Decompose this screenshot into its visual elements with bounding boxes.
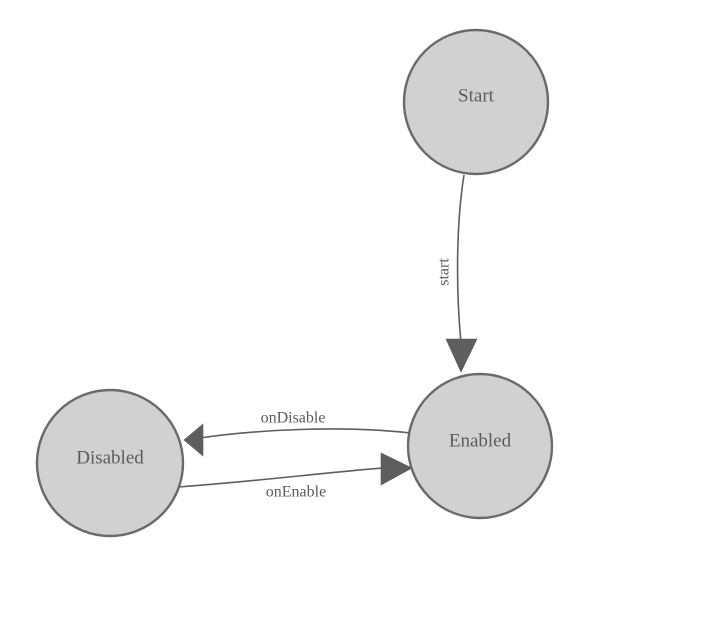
node-disabled[interactable]: Disabled xyxy=(35,388,185,538)
node-disabled-label: Disabled xyxy=(76,447,144,468)
edge-label-ondisable: onDisable xyxy=(261,410,326,427)
edge-start-to-enabled-path xyxy=(456,174,465,344)
edge-disabled-to-enabled[interactable] xyxy=(177,452,413,488)
node-enabled[interactable]: Enabled xyxy=(406,372,554,520)
node-start-circle xyxy=(402,28,550,176)
node-start[interactable]: Start xyxy=(402,28,550,176)
edge-disabled-to-enabled-path xyxy=(177,467,384,488)
edge-enabled-to-disabled-path xyxy=(199,428,412,439)
edge-start-to-enabled-arrowhead xyxy=(445,338,478,373)
node-enabled-circle xyxy=(406,372,554,520)
node-enabled-label: Enabled xyxy=(449,430,512,451)
node-start-label: Start xyxy=(458,85,495,106)
edge-label-onenable: onEnable xyxy=(266,484,326,501)
node-disabled-circle xyxy=(35,388,185,538)
edge-start-to-enabled[interactable] xyxy=(445,174,478,373)
edge-label-start: start xyxy=(436,258,453,286)
edge-enabled-to-disabled[interactable] xyxy=(183,423,412,457)
edge-disabled-to-enabled-arrowhead xyxy=(380,452,413,486)
edge-enabled-to-disabled-arrowhead xyxy=(183,423,204,457)
